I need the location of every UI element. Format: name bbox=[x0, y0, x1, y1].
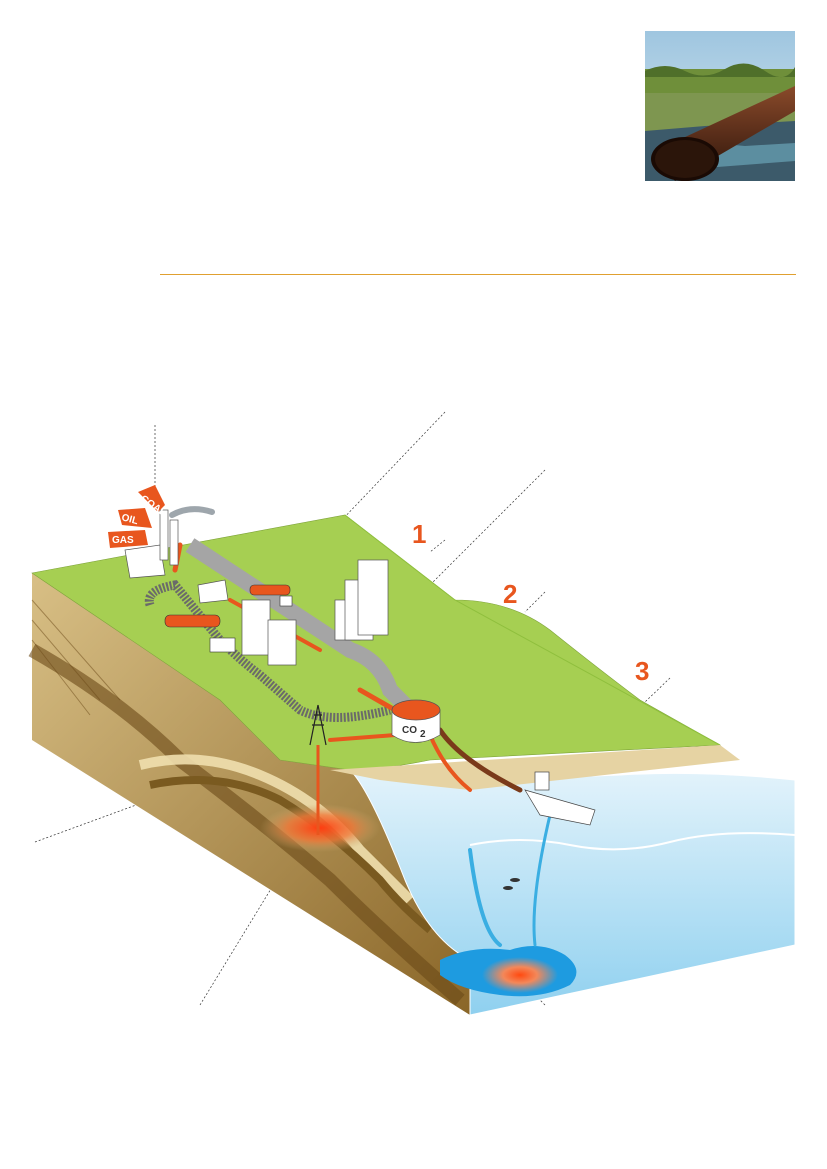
section-number-2: 2 bbox=[503, 579, 517, 609]
pipeline-photo bbox=[645, 31, 795, 181]
tank-label: CO bbox=[402, 725, 417, 736]
underground-reservoir bbox=[260, 804, 380, 852]
section-number-1: 1 bbox=[412, 519, 426, 549]
section-divider bbox=[160, 274, 796, 275]
co2-storage-tank: CO 2 bbox=[392, 700, 440, 743]
fuel-label-gas: GAS bbox=[112, 535, 134, 546]
ccs-diagram: COAL OIL GAS bbox=[0, 395, 827, 1035]
section-number-3: 3 bbox=[635, 656, 649, 686]
fuel-inputs: COAL OIL GAS bbox=[108, 485, 168, 548]
tank-label-subscript: 2 bbox=[420, 729, 426, 740]
